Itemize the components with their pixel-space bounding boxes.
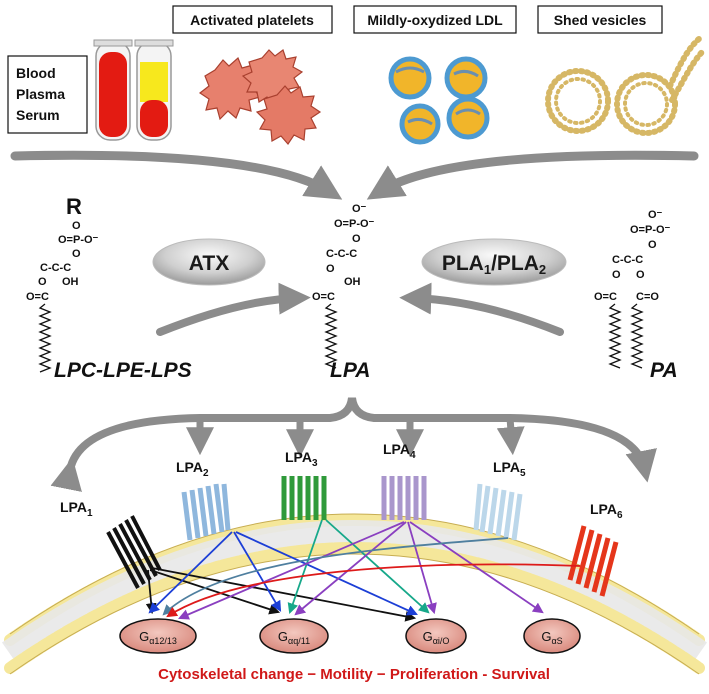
svg-text:O=C: O=C xyxy=(312,291,335,303)
g-protein-as: GαS xyxy=(523,618,581,654)
serum-label: Serum xyxy=(16,107,60,123)
blood-label-box: Blood Plasma Serum xyxy=(7,55,88,134)
plasma-label: Plasma xyxy=(16,86,65,102)
svg-text:O: O xyxy=(326,263,335,275)
svg-text:O=P-O⁻: O=P-O⁻ xyxy=(630,224,671,236)
lpa-structure: O⁻ O=P-O⁻ O C-C-C O OH O=C LPA xyxy=(312,203,375,382)
svg-text:Gαq/11: Gαq/11 xyxy=(278,629,310,646)
shed-vesicles-icon xyxy=(545,35,707,136)
receptor-lpa1: LPA1 xyxy=(60,499,162,589)
vesicles-label-box: Shed vesicles xyxy=(537,5,663,34)
blood-label: Blood xyxy=(16,65,56,81)
svg-text:C-C-C: C-C-C xyxy=(40,262,71,274)
svg-text:O⁻: O⁻ xyxy=(648,209,663,221)
svg-text:O⁻: O⁻ xyxy=(352,203,367,215)
svg-text:O: O xyxy=(648,239,657,251)
svg-text:O: O xyxy=(352,233,361,245)
lpa1-label: LPA1 xyxy=(60,499,93,519)
lpc-lpe-lps-label: LPC-LPE-LPS xyxy=(54,359,192,382)
svg-text:O: O xyxy=(72,220,81,232)
lpa-distribution-arrows xyxy=(50,397,657,492)
svg-text:OH: OH xyxy=(344,276,361,288)
g-protein-ai-o: Gαi/O xyxy=(405,618,467,654)
lpa5-label: LPA5 xyxy=(493,459,526,479)
platelets-label: Activated platelets xyxy=(190,12,314,28)
ldl-label-box: Mildly-oxydized LDL xyxy=(353,5,517,34)
pla-label: PLA1/PLA2 xyxy=(442,252,546,277)
oxidized-ldl-icon xyxy=(388,56,490,145)
lysophospholipid-structure: R O O=P-O⁻ O C-C-C O OH O=C LPC-LPE-LPS xyxy=(26,194,192,382)
cellular-outcomes-caption: Cytoskeletal change − Motility − Prolife… xyxy=(158,666,550,683)
g-protein-a12-13: Gα12/13 xyxy=(119,618,197,654)
lpa4-label: LPA4 xyxy=(383,441,416,461)
svg-text:O=P-O⁻: O=P-O⁻ xyxy=(334,218,375,230)
signaling-arrows xyxy=(145,519,581,622)
svg-text:GαS: GαS xyxy=(541,629,562,646)
source-to-lpa-arrows xyxy=(10,150,699,336)
svg-text:C-C-C: C-C-C xyxy=(612,254,643,266)
atx-label: ATX xyxy=(189,252,229,275)
svg-text:O=C: O=C xyxy=(26,291,49,303)
svg-text:O: O xyxy=(612,269,621,281)
lpa2-label: LPA2 xyxy=(176,459,209,479)
receptor-lpa2: LPA2 xyxy=(176,459,231,541)
activated-platelets-icon xyxy=(198,49,322,145)
svg-text:OH: OH xyxy=(62,276,79,288)
svg-text:C-C-C: C-C-C xyxy=(326,248,357,260)
g-protein-aq-11: Gαq/11 xyxy=(259,618,329,654)
r-group-label: R xyxy=(66,194,82,219)
svg-text:O: O xyxy=(72,248,81,260)
blood-tubes-icon xyxy=(93,39,174,141)
ldl-label: Mildly-oxydized LDL xyxy=(367,12,503,28)
svg-text:O=C: O=C xyxy=(594,291,617,303)
svg-text:O: O xyxy=(636,269,645,281)
atx-enzyme: ATX xyxy=(152,238,266,286)
lpa-label: LPA xyxy=(330,359,370,382)
pa-label: PA xyxy=(650,359,678,382)
lpa3-label: LPA3 xyxy=(285,449,318,469)
receptor-lpa5: LPA5 xyxy=(473,459,526,541)
vesicles-label: Shed vesicles xyxy=(554,12,647,28)
platelets-label-box: Activated platelets xyxy=(172,5,333,34)
lpa6-label: LPA6 xyxy=(590,501,623,521)
pa-structure: O⁻ O=P-O⁻ O C-C-C O O O=C C=O PA xyxy=(594,209,678,382)
receptor-lpa4: LPA4 xyxy=(381,441,427,520)
svg-text:Gαi/O: Gαi/O xyxy=(423,629,450,646)
svg-text:O=P-O⁻: O=P-O⁻ xyxy=(58,234,99,246)
svg-text:Gα12/13: Gα12/13 xyxy=(139,629,177,646)
receptor-lpa3: LPA3 xyxy=(281,449,327,520)
svg-text:C=O: C=O xyxy=(636,291,659,303)
receptor-lpa6: LPA6 xyxy=(567,501,623,597)
svg-text:O: O xyxy=(38,276,47,288)
pla-enzyme: PLA1/PLA2 xyxy=(421,238,567,286)
